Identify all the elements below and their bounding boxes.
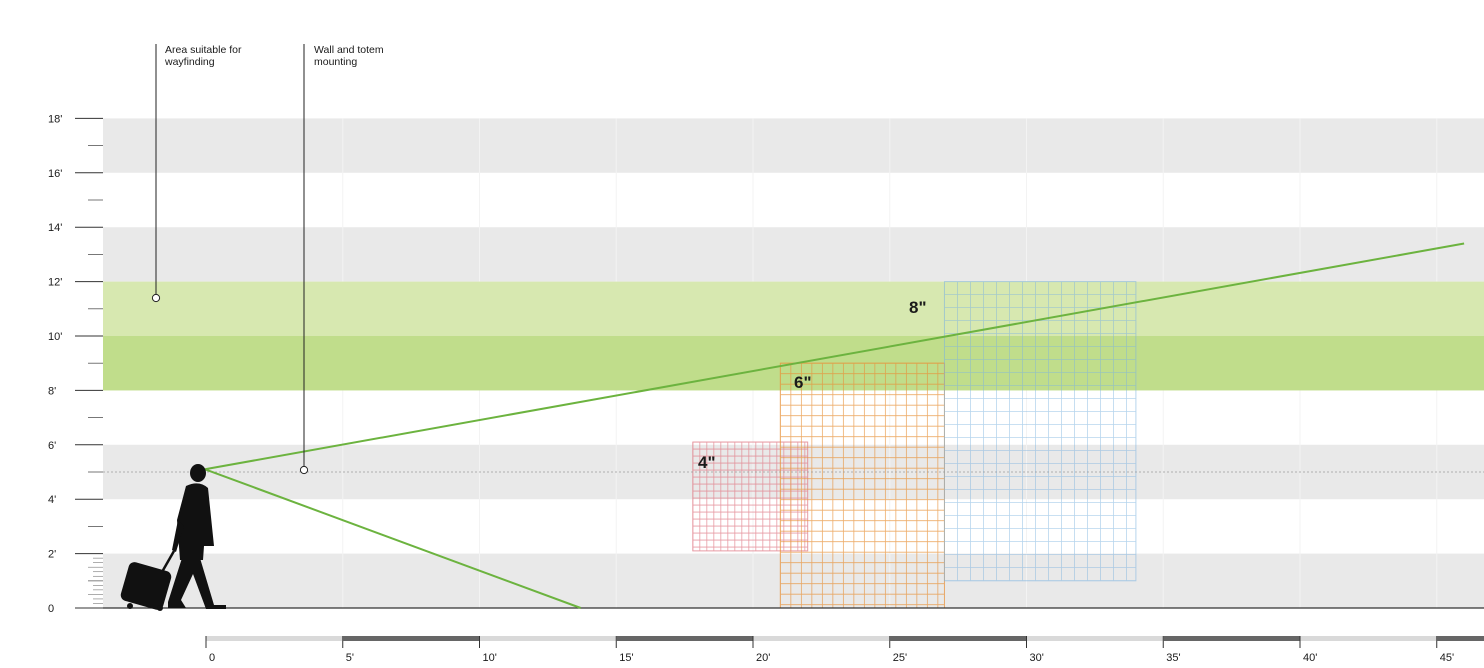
letter-height-grid bbox=[692, 441, 809, 552]
annotation-wayfinding-line-2: wayfinding bbox=[165, 56, 215, 68]
letter-height-grid bbox=[943, 281, 1137, 582]
distance-axis-label: 20' bbox=[756, 652, 770, 664]
distance-axis-dark-segment bbox=[342, 636, 480, 641]
gray-band bbox=[103, 553, 1484, 608]
traveler-torso bbox=[177, 483, 214, 560]
distance-axis-label: 10' bbox=[483, 652, 497, 664]
distance-axis-label: 45' bbox=[1440, 652, 1454, 664]
distance-axis-dark-segment bbox=[616, 636, 753, 641]
height-axis-label: 8' bbox=[48, 385, 56, 397]
height-axis-label: 4' bbox=[48, 494, 56, 506]
mounting-marker bbox=[299, 465, 309, 475]
suitcase-wheel bbox=[127, 603, 133, 609]
height-axis-label: 14' bbox=[48, 222, 62, 234]
distance-axis-label: 40' bbox=[1303, 652, 1317, 664]
lower-sight-line bbox=[204, 468, 582, 609]
distance-axis-dark-segment bbox=[1163, 636, 1300, 641]
height-axis-label: 12' bbox=[48, 277, 62, 289]
letter-height-grid bbox=[779, 362, 945, 609]
height-axis-label: 0 bbox=[48, 603, 54, 615]
annotation-wayfinding-line-1: Area suitable for bbox=[165, 44, 242, 56]
suitcase-wheel bbox=[157, 605, 163, 611]
height-axis-label: 10' bbox=[48, 331, 62, 343]
distance-axis-label: 25' bbox=[893, 652, 907, 664]
suitcase-body bbox=[120, 562, 172, 610]
distance-axis-label: 35' bbox=[1166, 652, 1180, 664]
wayfinding-marker bbox=[151, 293, 161, 303]
letter-height-label: 8" bbox=[909, 298, 927, 317]
height-axis-label: 16' bbox=[48, 168, 62, 180]
distance-axis-label: 15' bbox=[619, 652, 633, 664]
gray-band bbox=[103, 227, 1484, 282]
annotation-mounting-line-1: Wall and totem bbox=[314, 44, 384, 56]
letter-height-label: 4" bbox=[698, 453, 716, 472]
suitcase-handle bbox=[160, 550, 176, 573]
distance-axis-label: 0 bbox=[209, 652, 215, 664]
distance-axis-dark-segment bbox=[1436, 636, 1484, 641]
traveler-legs bbox=[168, 558, 226, 609]
traveler-head bbox=[190, 464, 206, 482]
annotation-wayfinding: Area suitable for wayfinding bbox=[165, 44, 241, 68]
height-axis-label: 2' bbox=[48, 549, 56, 561]
gray-band bbox=[103, 444, 1484, 500]
gray-band bbox=[103, 118, 1484, 173]
upper-sight-line bbox=[204, 242, 1465, 471]
annotation-mounting: Wall and totem mounting bbox=[314, 44, 384, 68]
height-axis-label: 18' bbox=[48, 113, 62, 125]
distance-axis-label: 5' bbox=[346, 652, 354, 664]
distance-axis-label: 30' bbox=[1030, 652, 1044, 664]
height-axis-label: 6' bbox=[48, 440, 56, 452]
annotation-mounting-line-2: mounting bbox=[314, 56, 358, 68]
distance-axis-dark-segment bbox=[889, 636, 1027, 641]
traveler-arm bbox=[172, 520, 184, 552]
traveler-silhouette bbox=[120, 464, 226, 611]
letter-height-label: 6" bbox=[794, 373, 812, 392]
distance-axis-bar bbox=[206, 636, 1484, 641]
